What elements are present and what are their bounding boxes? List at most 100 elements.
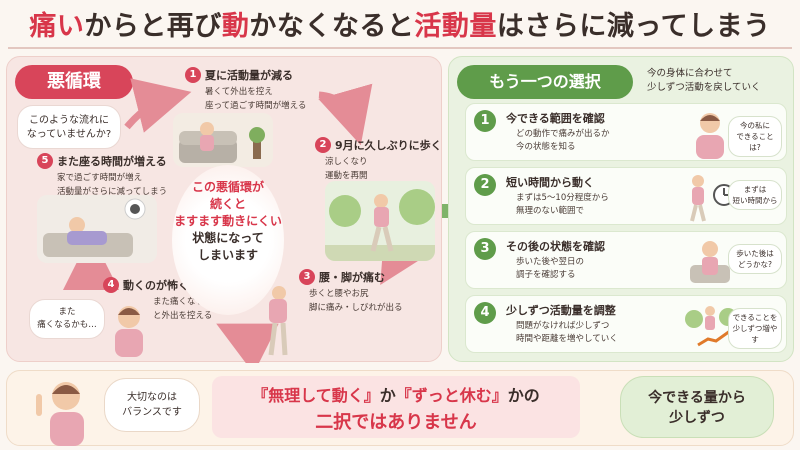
card-desc: 無理のない範囲で [516,206,585,216]
card-desc: 時間や距離を増やしていく [516,334,618,344]
illustration-sitting-sofa [173,113,273,167]
illustration-back-pain [255,283,301,359]
note-line: 今の私に [740,121,770,130]
little-by-little-badge: 今できる量から 少しずつ [620,376,774,438]
vicious-cycle-badge: 悪循環 [15,65,133,99]
card-desc: 歩いた後や翌日の [516,257,585,267]
choice-card-2: 2 短い時間から動く まずは5〜10分程度から無理のない範囲で まずは短い時間か… [465,167,787,225]
vicious-cycle-panel: 悪循環 このような流れに なっていませんか? 1 夏に活動量が減る 暑くて外出を控… [6,56,443,363]
choice-card-1: 1 今できる範囲を確認 どの動作で痛みが出るか今の状態を知る 今の私にできること… [465,103,787,161]
card-note-bubble: 歩いた後はどうかな? [728,244,782,274]
illustration-resting-woman [690,241,730,283]
key-message-phrase: 『ずっと休む』 [395,386,508,405]
badge-line: 少しずつ [669,410,725,426]
vicious-step-5: 5 また座る時間が増える 家で過ごす時間が増え活動量がさらに減ってしまう [37,153,187,199]
balance-speech-bubble: 大切なのは バランスです [104,378,200,432]
key-message: 『無理して動く』か『ずっと休む』かの 二択ではありません [212,376,580,438]
arrow-3-to-4 [216,323,279,363]
center-line: ますます動きにくい [174,214,282,228]
step-desc: と外出を控える [153,311,213,321]
card-desc: 今の状態を知る [516,142,576,152]
step-title: 9月に久しぶりに歩く [335,139,442,152]
center-line: この悪循環が [191,180,264,194]
step-desc: 家で過ごす時間が増え [57,173,143,183]
card-title: 今できる範囲を確認 [506,112,605,125]
key-message-phrase: か [379,386,396,405]
card-note-bubble: 今の私にできることは? [728,116,782,157]
choice-card-3: 3 その後の状態を確認 歩いた後や翌日の調子を確認する 歩いた後はどうかな? [465,231,787,289]
title-highlight-activity: 活動量 [414,11,497,42]
center-line: しまいます [197,248,258,262]
card-title: 少しずつ活動量を調整 [506,304,616,317]
note-line: 歩いた後は [736,249,774,258]
card-title: 短い時間から動く [506,176,594,189]
bubble-line: 大切なのは [127,392,177,403]
card-number: 4 [474,302,496,324]
subtitle-line: 少しずつ活動を戻していく [647,82,761,93]
step-number: 3 [299,269,315,285]
step-desc: 活動量がさらに減ってしまう [57,187,168,197]
card-number: 3 [474,238,496,260]
card-desc: まずは5〜10分程度から [516,193,609,203]
title-highlight-move: 動 [221,11,250,42]
arrow-1-to-2 [318,83,373,146]
step-desc: 涼しくなり [325,157,368,167]
title-text: かなくなると [249,11,415,42]
bubble-line: このような流れに [29,115,109,126]
step-number: 1 [185,67,201,83]
bubble-line: なっていませんか? [26,129,112,140]
note-line: 少しずつ増やす [732,324,778,344]
badge-line: 今できる量から [648,390,746,406]
bubble-line: バランスです [122,407,182,418]
title-text: からと再び [84,11,222,42]
step-desc: 歩くと腰やお尻 [309,289,369,299]
illustration-watching-tv [37,195,157,263]
bubble-line: 痛くなるかも… [37,320,97,330]
vicious-cycle-center-message: この悪循環が 続くと ますます動きにくい 状態になって しまいます [172,165,284,315]
worry-speech-bubble: また 痛くなるかも… [29,299,105,339]
note-line: 短い時間から [732,196,778,205]
choice-card-4: 4 少しずつ活動量を調整 問題がなければ少しずつ時間や距離を増やしていく できる… [465,295,787,353]
illustration-worried-woman [107,301,151,357]
note-line: できることを [732,313,778,322]
note-line: どうかな? [738,260,772,269]
illustration-walking-outdoors [325,181,435,261]
title-highlight-pain: 痛い [29,11,85,42]
center-line: 状態になって [192,231,264,245]
arrow-5-to-1 [124,78,192,133]
alternative-choice-badge: もう一つの選択 [457,65,633,99]
center-line: 続くと [209,197,246,211]
vicious-step-3: 3 腰・脚が痛む 歩くと腰やお尻脚に痛み・しびれが出る [299,269,443,315]
step-desc: 暑くて外出を控え [205,87,273,97]
note-line: できることは? [736,132,774,152]
illustration-progress-walk [685,306,736,347]
vicious-step-1: 1 夏に活動量が減る 暑くて外出を控え座って過ごす時間が増える [185,67,355,113]
card-desc: どの動作で痛みが出るか [516,129,610,139]
card-desc: 問題がなければ少しずつ [516,321,610,331]
illustration-advisor-woman [36,382,84,446]
title-divider [8,47,792,49]
step-title: 腰・脚が痛む [319,271,385,284]
step-desc: 脚に痛み・しびれが出る [309,303,403,313]
key-message-phrase: 『無理して動く』 [252,386,380,405]
alternative-choice-subtitle: 今の身体に合わせて 少しずつ活動を戻していく [647,67,761,95]
step-number: 4 [103,277,119,293]
bubble-line: また [58,307,76,317]
intro-speech-bubble: このような流れに なっていませんか? [17,105,121,149]
step-title: 夏に活動量が減る [205,69,293,82]
card-number: 2 [474,174,496,196]
card-desc: 調子を確認する [516,270,576,280]
step-title: また座る時間が増える [57,155,167,168]
page-title: 痛いからと再び動かなくなると活動量はさらに減ってしまう [0,4,800,43]
card-note-bubble: まずは短い時間から [728,180,782,210]
cycle-arrows [63,78,434,363]
step-desc: 座って過ごす時間が増える [205,101,307,111]
title-text: はさらに減ってしまう [496,11,771,42]
card-note-bubble: できることを少しずつ増やす [728,308,782,349]
note-line: まずは [743,185,767,194]
card-number: 1 [474,110,496,132]
step-number: 5 [37,153,53,169]
key-message-line: 二択ではありません [315,412,477,433]
card-title: その後の状態を確認 [506,240,605,253]
